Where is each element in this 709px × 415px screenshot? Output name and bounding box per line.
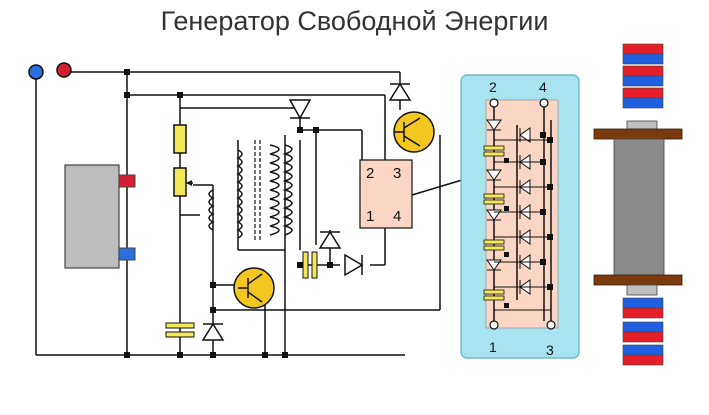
junction-dots xyxy=(124,69,333,358)
variable-resistor-icon xyxy=(173,167,193,197)
capacitor-icon xyxy=(165,322,195,338)
panel-pin-3: 3 xyxy=(546,342,554,358)
positive-terminal-icon xyxy=(56,62,72,78)
resistor-icon xyxy=(173,124,187,154)
detail-panel: 2 4 1 3 xyxy=(460,74,580,359)
diode-middle-icon xyxy=(318,230,342,249)
coil-core xyxy=(593,120,683,296)
diode-bottom-icon xyxy=(201,322,225,341)
wires xyxy=(35,71,463,356)
magnet-stack-bottom xyxy=(622,297,664,366)
transistor-top-icon xyxy=(393,111,435,153)
panel-pin-1: 1 xyxy=(489,339,497,355)
ic-pin-3: 3 xyxy=(393,165,401,182)
ic-pin-2: 2 xyxy=(366,165,374,182)
ic-pin-1: 1 xyxy=(366,208,374,225)
battery-icon xyxy=(64,164,136,269)
negative-terminal-icon xyxy=(28,64,44,80)
diagram-title: Генератор Свободной Энергии xyxy=(160,6,549,36)
diode-right-top-icon xyxy=(388,82,412,101)
ic-pin-4: 4 xyxy=(393,208,401,225)
panel-capacitors xyxy=(483,145,505,301)
transistor-bottom-icon xyxy=(233,267,275,309)
panel-pin-2: 2 xyxy=(489,79,497,95)
capacitor-middle-icon xyxy=(302,251,318,279)
panel-pin-4: 4 xyxy=(539,79,547,95)
diode-top-icon xyxy=(288,99,312,120)
diode-horizontal-icon xyxy=(344,253,364,277)
magnet-stack-top xyxy=(622,43,664,109)
transformer-icon xyxy=(208,140,293,240)
ic-chip: 2 3 1 4 xyxy=(359,159,413,229)
